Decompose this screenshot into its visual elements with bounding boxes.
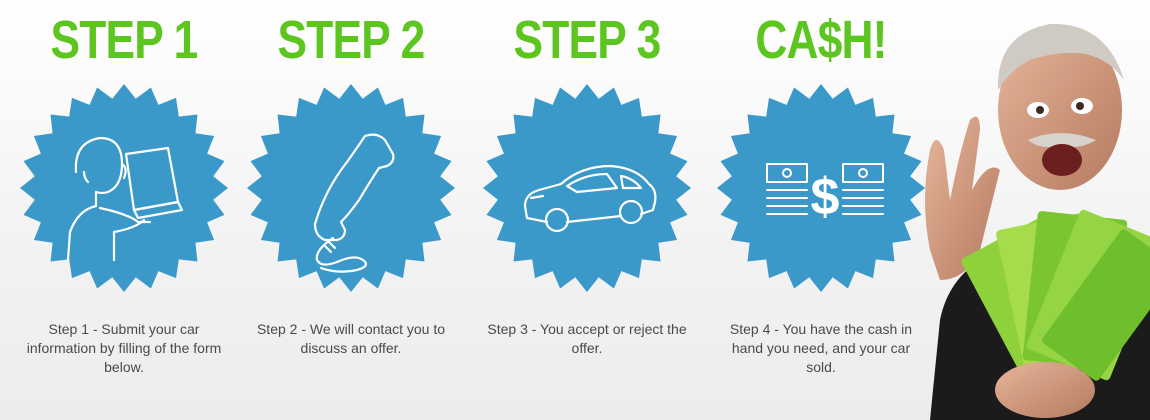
step-description: Step 2 - We will contact you to discuss …: [256, 321, 446, 356]
cash-stack-icon: $: [717, 84, 925, 292]
badge-seal: [18, 82, 230, 294]
step-3: STEP 3 Step 3 - You accept or reject the…: [467, 0, 707, 420]
step-title: STEP 3: [513, 10, 662, 70]
car-icon: [483, 84, 691, 292]
step-1: STEP 1 Step 1 - Submit your car informat…: [4, 0, 244, 420]
man-holding-cash-image: [910, 0, 1150, 420]
step-4: CA$H! $ Step 4 - You have the cash in ha…: [701, 0, 941, 420]
step-description: Step 3 - You accept or reject the offer.: [487, 321, 687, 356]
step-description: Step 4 - You have the cash in hand you n…: [729, 321, 913, 375]
seal-shape: [20, 84, 228, 292]
telephone-icon: [247, 84, 455, 292]
step-description: Step 1 - Submit your car information by …: [26, 321, 222, 375]
step-title: STEP 1: [50, 10, 199, 70]
person-laptop-icon: [20, 84, 228, 292]
step-title: STEP 2: [277, 10, 426, 70]
step-title: CA$H!: [755, 10, 887, 70]
step-2: STEP 2 Step 2 - We will contact you to d…: [231, 0, 471, 420]
dollar-sign-icon: $: [811, 168, 840, 226]
seal-shape: [247, 84, 455, 292]
badge-seal: $: [715, 82, 927, 294]
seal-shape: [717, 84, 925, 292]
badge-seal: [481, 82, 693, 294]
seal-shape: [483, 84, 691, 292]
badge-seal: [245, 82, 457, 294]
